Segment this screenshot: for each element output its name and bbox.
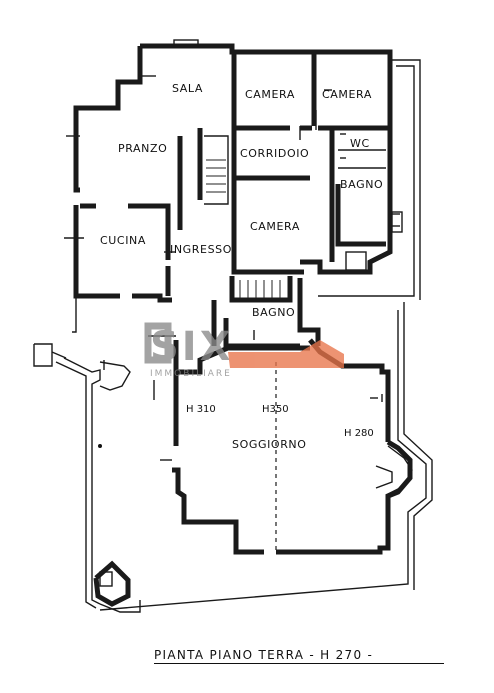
room-label-sala: SALA [172,82,203,95]
watermark-sub: IMMOBILIARE [150,369,232,379]
room-label-camera-2: CAMERA [322,88,372,101]
room-label-corridoio: CORRIDOIO [240,147,309,160]
room-label-wc: WC [350,137,370,150]
height-labels: H 310 H350 H 280 [186,404,374,439]
plan-title: PIANTA PIANO TERRA - H 270 - [154,648,444,664]
height-label-280: H 280 [344,428,374,439]
room-label-bagno-1: BAGNO [340,178,383,191]
outer-walls [33,43,433,613]
watermark-logo: SIX IMMOBILIARE [144,322,344,379]
height-label-310: H 310 [186,404,216,415]
room-label-camera-3: CAMERA [250,220,300,233]
height-label-350: H350 [262,404,289,415]
watermark-accent-icon [228,340,344,368]
interior-walls [64,39,403,587]
room-label-pranzo: PRANZO [118,142,167,155]
room-label-soggiorno: SOGGIORNO [232,438,307,451]
room-label-camera-1: CAMERA [245,88,295,101]
watermark-brand: SIX [150,324,234,370]
room-label-ingresso: INGRESSO [170,243,232,256]
room-label-cucina: CUCINA [100,234,146,247]
room-label-bagno-2: BAGNO [252,306,295,319]
room-labels: SALA CAMERA CAMERA PRANZO CORRIDOIO WC B… [100,82,383,451]
